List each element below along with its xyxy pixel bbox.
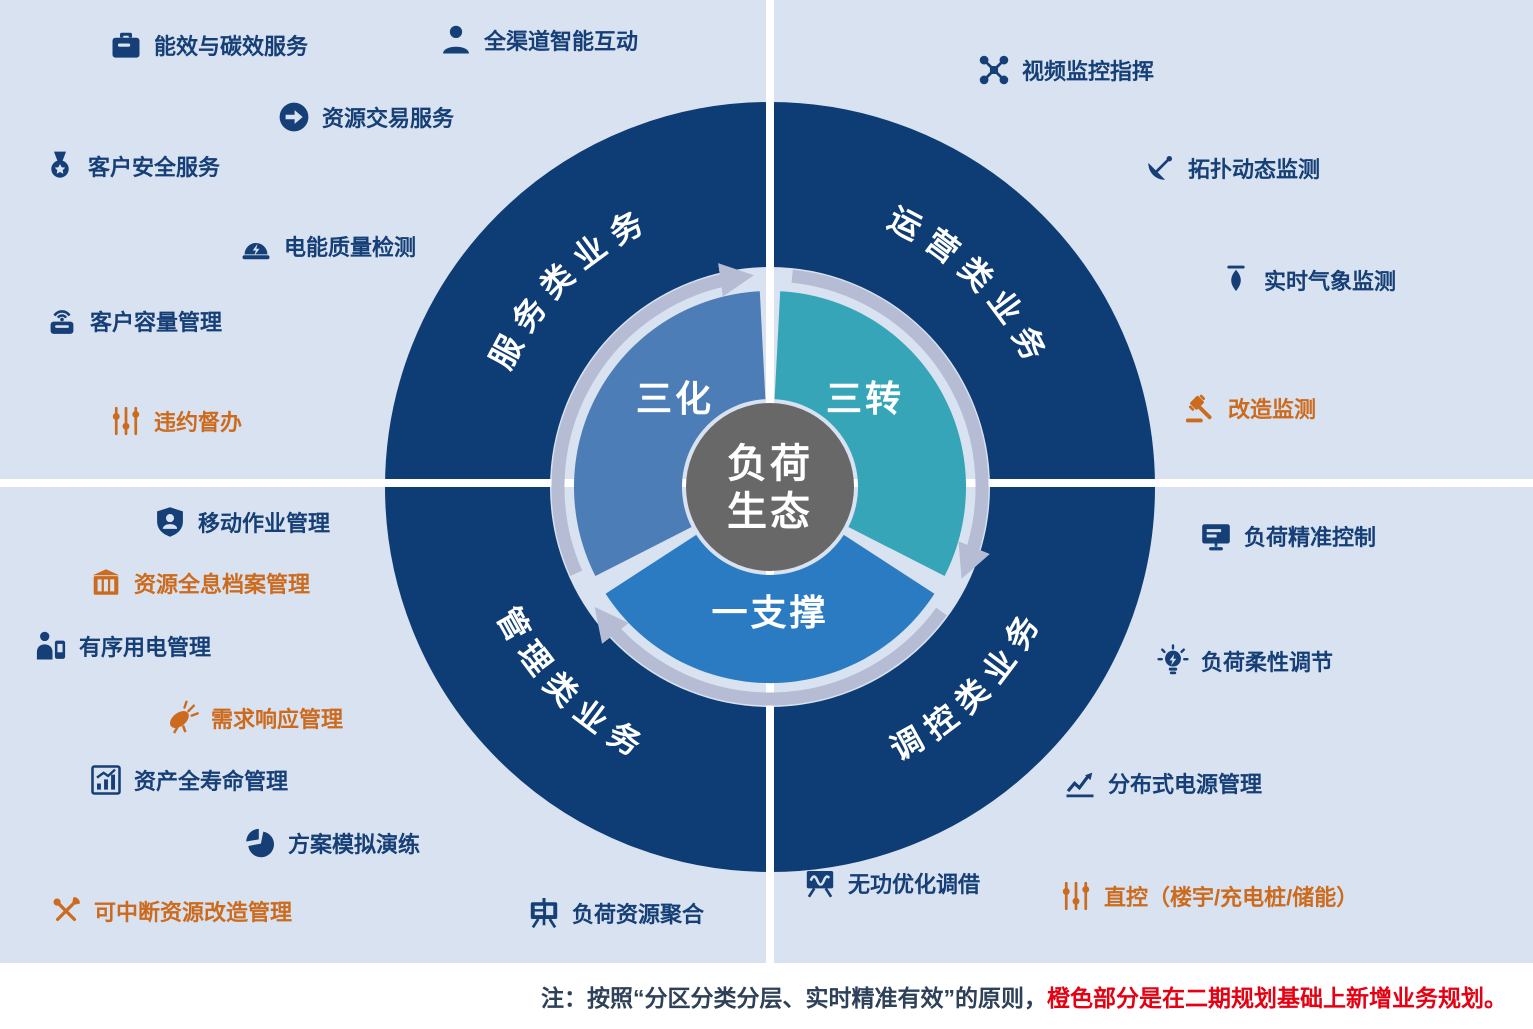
shield-person-icon: [152, 504, 188, 540]
note-bar: 注：按照“分区分类分层、实时精准有效”的原则，橙色部分是在二期规划基础上新增业务…: [0, 963, 1533, 1029]
windsock-icon: [1218, 262, 1254, 298]
bar-chart-icon: [88, 762, 124, 798]
item-label: 改造监测: [1228, 397, 1317, 422]
wave-board-icon: [802, 865, 838, 901]
segment-label-sanzhuan: 三转: [826, 378, 904, 419]
cycle-arrow-bottom: [594, 606, 947, 706]
item-label: 方案模拟演练: [288, 832, 421, 857]
item-label: 视频监控指挥: [1022, 59, 1155, 84]
satellite-icon: [165, 700, 201, 736]
item-mobile-work-mgmt: 移动作业管理: [152, 504, 330, 540]
item-label: 电能质量检测: [284, 235, 417, 260]
arrow-circle-icon: [276, 99, 312, 135]
cycle-arrow-left: [551, 263, 754, 576]
sliders-icon: [1058, 878, 1094, 914]
item-customer-safety: 客户安全服务: [42, 148, 220, 184]
item-label: 分布式电源管理: [1108, 772, 1263, 797]
archive-icon: [88, 565, 124, 601]
item-label: 能效与碳效服务: [154, 34, 309, 59]
item-label: 无功优化调借: [848, 872, 981, 897]
item-direct-control: 直控（楼宇/充电桩/储能）: [1058, 878, 1358, 914]
item-energy-carbon-service: 能效与碳效服务: [108, 27, 308, 63]
item-label: 负荷资源聚合: [572, 902, 705, 927]
item-reactive-power-optimization: 无功优化调借: [802, 865, 980, 901]
item-label: 负荷精准控制: [1244, 525, 1377, 550]
svg-text:管理类业务: 管理类业务: [490, 601, 656, 767]
item-distributed-generation-mgmt: 分布式电源管理: [1062, 765, 1262, 801]
item-retrofit-monitoring: 改造监测: [1182, 390, 1316, 426]
person-icon: [438, 22, 474, 58]
person-phone-icon: [33, 628, 69, 664]
item-demand-response-mgmt: 需求响应管理: [165, 700, 343, 736]
item-label: 有序用电管理: [79, 635, 212, 660]
center-circle: [686, 403, 854, 571]
item-omnichannel-interaction: 全渠道智能互动: [438, 22, 638, 58]
item-video-surveillance: 视频监控指挥: [976, 52, 1154, 88]
item-orderly-power-mgmt: 有序用电管理: [33, 628, 211, 664]
item-power-quality: 电能质量检测: [238, 228, 416, 264]
item-flexible-load-regulation: 负荷柔性调节: [1155, 643, 1333, 679]
radar-icon: [1142, 150, 1178, 186]
alarm-bolt-icon: [238, 228, 274, 264]
bulb-bolt-icon: [1155, 643, 1191, 679]
sliders-icon: [108, 403, 144, 439]
footnote-text: 注：按照“分区分类分层、实时精准有效”的原则，: [541, 985, 1047, 1011]
segment-sanzhuan: [774, 291, 967, 576]
item-asset-lifecycle-mgmt: 资产全寿命管理: [88, 762, 288, 798]
medal-icon: [42, 148, 78, 184]
presentation-board-icon: [526, 895, 562, 931]
svg-text:调控类业务: 调控类业务: [884, 601, 1050, 767]
cycle-diagram: 服务类业务 运营类业务 管理类业务 调控类业务 三化 三转 一支撑 负荷 生态: [483, 200, 1050, 767]
pie-chart-icon: [242, 825, 278, 861]
item-label: 负荷柔性调节: [1201, 650, 1334, 675]
item-label: 资源全息档案管理: [134, 572, 311, 597]
item-label: 移动作业管理: [198, 511, 331, 536]
item-precise-load-control: 负荷精准控制: [1198, 518, 1376, 554]
briefcase-icon: [108, 27, 144, 63]
segment-yizhicheng: [605, 534, 935, 684]
item-resource-trading: 资源交易服务: [276, 99, 454, 135]
item-label: 客户容量管理: [90, 310, 223, 335]
footnote-highlight: 橙色部分是在二期规划基础上新增业务规划。: [1047, 985, 1507, 1011]
segment-sanhua: [573, 291, 766, 576]
item-label: 全渠道智能互动: [484, 29, 639, 54]
segment-label-sanhua: 三化: [636, 378, 714, 419]
center-title-line1: 负荷: [727, 442, 813, 486]
center-title-line2: 生态: [727, 490, 813, 534]
segment-label-yizhicheng: 一支撑: [711, 592, 828, 633]
item-label: 资源交易服务: [322, 106, 455, 131]
ring-label-dispatch: 调控类业务: [884, 601, 1040, 767]
monitor-icon: [1198, 518, 1234, 554]
item-label: 违约督办: [154, 410, 243, 435]
item-weather-monitoring: 实时气象监测: [1218, 262, 1396, 298]
item-topology-monitoring: 拓扑动态监测: [1142, 150, 1320, 186]
item-label: 资产全寿命管理: [134, 769, 289, 794]
item-interruptible-retrofit-mgmt: 可中断资源改造管理: [48, 893, 292, 929]
drone-icon: [976, 52, 1012, 88]
cycle-arrow-right: [791, 269, 990, 579]
item-label: 需求响应管理: [211, 707, 344, 732]
trend-arrow-icon: [1062, 765, 1098, 801]
gavel-icon: [1182, 390, 1218, 426]
item-label: 拓扑动态监测: [1188, 157, 1321, 182]
item-scheme-simulation: 方案模拟演练: [242, 825, 420, 861]
item-load-resource-aggregation: 负荷资源聚合: [526, 895, 704, 931]
item-resource-archive-mgmt: 资源全息档案管理: [88, 565, 310, 601]
footnote: 注：按照“分区分类分层、实时精准有效”的原则，橙色部分是在二期规划基础上新增业务…: [541, 979, 1507, 1013]
item-label: 可中断资源改造管理: [94, 900, 293, 925]
item-label: 实时气象监测: [1264, 269, 1397, 294]
ring-label-management: 管理类业务: [490, 601, 646, 767]
device-signal-icon: [44, 303, 80, 339]
item-breach-supervision: 违约督办: [108, 403, 242, 439]
item-label: 直控（楼宇/充电桩/储能）: [1104, 885, 1359, 910]
item-customer-capacity: 客户容量管理: [44, 303, 222, 339]
tools-icon: [48, 893, 84, 929]
item-label: 客户安全服务: [88, 155, 221, 180]
